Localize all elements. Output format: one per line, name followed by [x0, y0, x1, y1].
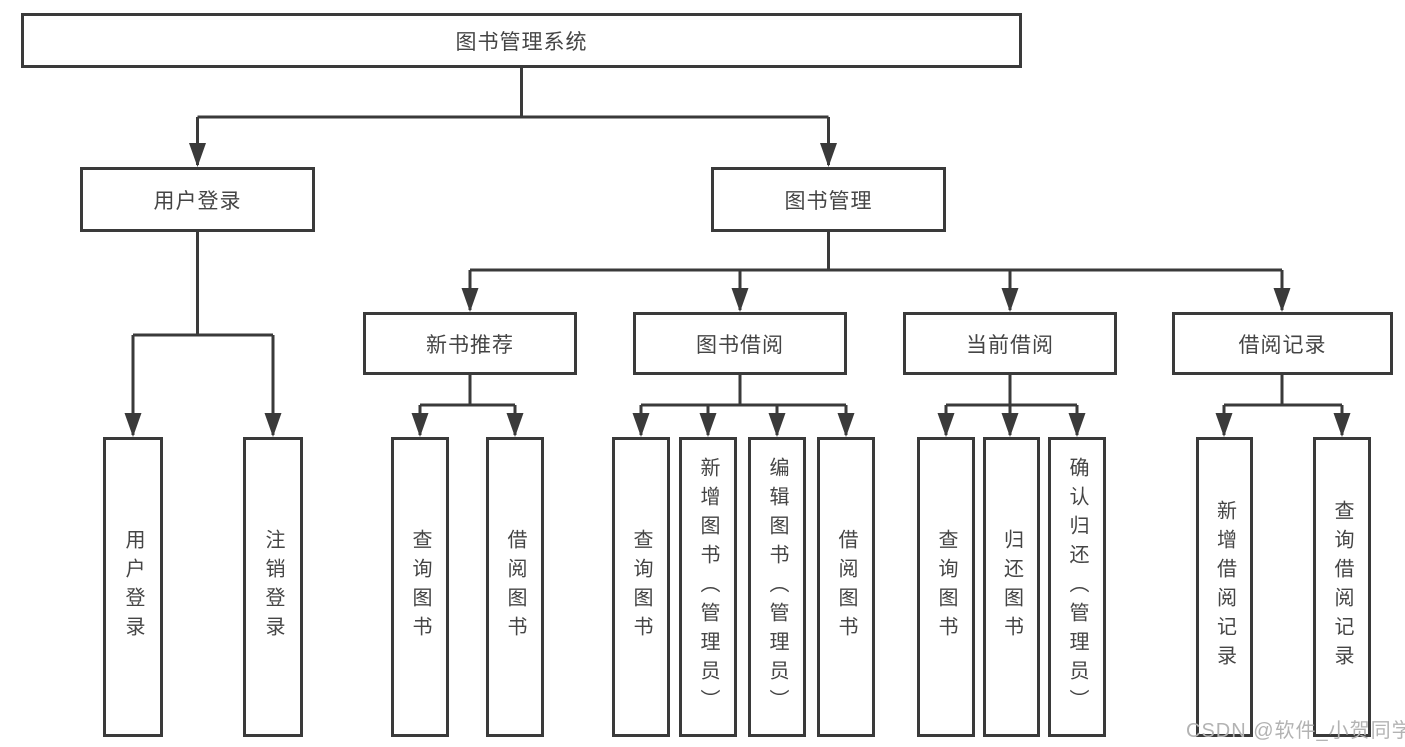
- node-library-management-system: 图书管理系统: [21, 13, 1022, 68]
- leaf-return-book: 归还图书: [983, 437, 1040, 737]
- leaf-add-book-admin: 新增图书（管理员）: [679, 437, 737, 737]
- leaf-borrow-book-recommend: 借阅图书: [486, 437, 544, 737]
- node-book-management: 图书管理: [711, 167, 946, 232]
- node-new-book-recommend: 新书推荐: [363, 312, 577, 375]
- leaf-add-borrow-record: 新增借阅记录: [1196, 437, 1253, 737]
- leaf-logout: 注销登录: [243, 437, 303, 737]
- leaf-confirm-return-admin: 确认归还（管理员）: [1048, 437, 1106, 737]
- csdn-watermark: CSDN @软件_小贺同学: [1186, 720, 1405, 742]
- node-book-borrow: 图书借阅: [633, 312, 847, 375]
- node-borrow-record: 借阅记录: [1172, 312, 1393, 375]
- leaf-query-book-current: 查询图书: [917, 437, 975, 737]
- node-current-borrow: 当前借阅: [903, 312, 1117, 375]
- leaf-query-borrow-record: 查询借阅记录: [1313, 437, 1371, 737]
- node-user-login: 用户登录: [80, 167, 315, 232]
- leaf-query-book-borrow: 查询图书: [612, 437, 670, 737]
- leaf-query-book-recommend: 查询图书: [391, 437, 449, 737]
- leaf-borrow-book: 借阅图书: [817, 437, 875, 737]
- leaf-user-login: 用户登录: [103, 437, 163, 737]
- leaf-edit-book-admin: 编辑图书（管理员）: [748, 437, 806, 737]
